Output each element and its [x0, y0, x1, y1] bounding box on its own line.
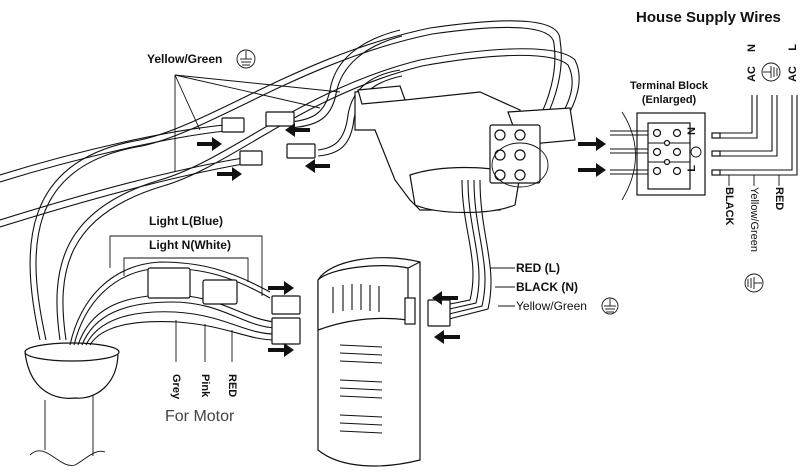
black-wire-label: BLACK — [723, 187, 735, 226]
arrow-icon — [197, 137, 222, 151]
earth-ground-icon — [236, 49, 256, 69]
receiver — [317, 257, 451, 467]
earth-ground-icon — [601, 297, 619, 315]
terminal-block-title: Terminal Block — [630, 80, 709, 92]
mounting-bracket — [354, 85, 576, 214]
receiver-vents — [332, 284, 383, 434]
terminal-block-subtitle: (Enlarged) — [641, 94, 697, 106]
light-l-label: Light L(Blue) — [149, 214, 223, 228]
yellow-green-wire-label: Yellow/Green — [748, 187, 760, 253]
light-connectors — [147, 267, 301, 345]
arrow-icon — [217, 167, 242, 181]
light-n-label: Light N(White) — [149, 238, 231, 252]
terminal-n-label: N — [686, 127, 698, 135]
arrow-icon — [305, 159, 330, 173]
canopy — [24, 342, 120, 466]
ac-n-label: AC — [746, 66, 758, 82]
arrow-icon — [285, 123, 310, 137]
arrow-icon — [432, 291, 458, 305]
grey-wire-label: Grey — [170, 374, 182, 400]
ground-wire-label: Yellow/Green — [147, 52, 223, 66]
terminal-block-enlarged — [610, 111, 706, 201]
house-supply-wires-title: House Supply Wires — [636, 9, 781, 26]
arrow-icon — [578, 163, 606, 177]
connection-arrows — [197, 123, 606, 357]
earth-ground-icon — [744, 273, 764, 293]
pink-wire-label: Pink — [199, 374, 211, 398]
house-wires — [711, 95, 798, 186]
arrow-icon — [578, 137, 606, 151]
terminal-l-label: L — [686, 165, 698, 172]
for-motor-label: For Motor — [165, 408, 235, 425]
black-n-label: BLACK (N) — [516, 280, 578, 294]
ground-leader-lines — [174, 74, 341, 172]
terminal-block-label: Terminal Block (Enlarged) — [630, 79, 708, 107]
earth-ground-icon — [761, 62, 781, 82]
arrow-icon — [268, 343, 294, 357]
l-label: L — [787, 44, 799, 51]
red-l-label: RED (L) — [516, 261, 560, 275]
receiver-ground-label: Yellow/Green — [516, 299, 587, 313]
n-label: N — [746, 44, 758, 52]
arrow-icon — [268, 281, 294, 295]
ac-l-label: AC — [787, 66, 799, 82]
red-wire-label: RED — [773, 187, 785, 211]
supply-wires-to-receiver — [444, 179, 515, 321]
red-motor-wire-label: RED — [226, 374, 238, 398]
motor-light-wires — [69, 235, 276, 362]
top-connectors — [221, 111, 316, 166]
upper-wire-loops — [0, 20, 580, 341]
arrow-icon — [434, 330, 460, 344]
